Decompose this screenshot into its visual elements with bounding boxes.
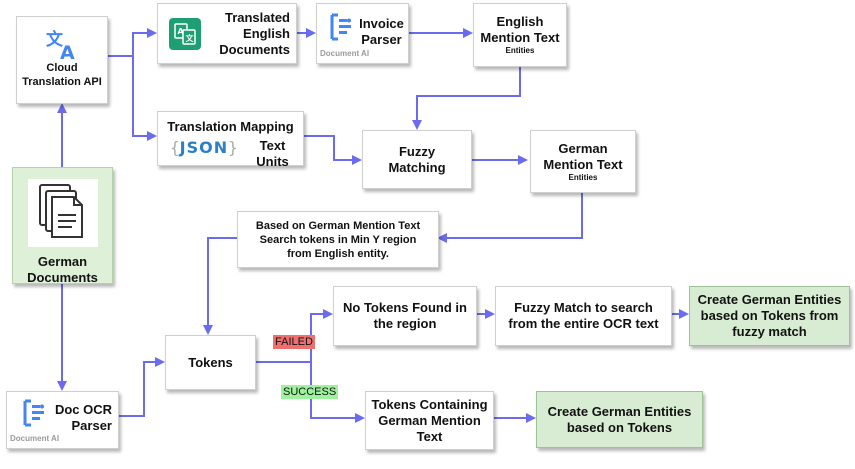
json-label: JSON xyxy=(179,138,229,157)
no-tokens-line-1: No Tokens Found in xyxy=(343,300,467,315)
create-tokens-line-2: based on Tokens xyxy=(566,419,673,435)
create-tokens-line-1: Create German Entities xyxy=(547,403,692,419)
translated-docs-title-3: Documents xyxy=(219,42,290,57)
english-mention-entities: Entities xyxy=(505,46,535,55)
svg-text:A: A xyxy=(178,27,185,36)
german-documents-node: German Documents xyxy=(12,167,113,285)
german-mention-title-2: Mention Text xyxy=(543,156,623,172)
document-ai-icon xyxy=(330,13,351,41)
tokens-label: Tokens xyxy=(188,354,233,370)
documents-icon xyxy=(27,179,98,247)
document-ai-icon xyxy=(23,399,44,427)
translation-mapping-subtitle: Text Units xyxy=(256,138,289,169)
no-tokens-line-2: the region xyxy=(373,316,437,331)
cloud-translation-api-node: 文 A Cloud Translation API xyxy=(16,16,108,104)
english-mention-text-node: English Mention Text Entities xyxy=(473,3,567,67)
cloud-translation-title-2: Translation API xyxy=(22,76,102,88)
search-tokens-node: Based on German Mention Text Search toke… xyxy=(237,211,439,268)
translation-mapping-node: Translation Mapping {JSON} Text Units xyxy=(157,111,304,169)
search-tokens-line-3: from English entity. xyxy=(287,247,389,260)
edge-cloud-to-mapping xyxy=(132,56,157,141)
create-fuzzy-line-2: based on Tokens from xyxy=(700,308,839,323)
svg-text:文: 文 xyxy=(46,29,64,50)
fuzzy-matching-title-2: Matching xyxy=(388,159,446,175)
translated-document-icon: A 文 xyxy=(169,18,201,50)
create-fuzzy-line-3: fuzzy match xyxy=(732,324,807,339)
edge-german-mention-to-search xyxy=(437,193,583,243)
doc-ocr-title-2: Parser xyxy=(71,418,112,433)
tokens-node: Tokens xyxy=(165,335,256,390)
german-mention-title-1: German xyxy=(558,140,608,156)
english-mention-title-1: English xyxy=(496,14,544,29)
invoice-parser-footer: Document AI xyxy=(320,49,370,58)
german-documents-title-1: German xyxy=(37,254,88,269)
german-mention-text-node: German Mention Text Entities xyxy=(530,130,636,193)
tokens-containing-line-1: Tokens Containing xyxy=(371,396,488,412)
german-mention-entities: Entities xyxy=(568,172,598,182)
edge-ocr-to-tokens xyxy=(119,357,165,417)
translate-icon: 文 A xyxy=(46,29,75,61)
tokens-containing-line-2: German Mention xyxy=(378,412,481,428)
svg-text:A: A xyxy=(60,42,75,61)
cloud-translation-title-1: Cloud xyxy=(46,62,78,74)
edge-cloud-to-translated xyxy=(108,28,157,57)
create-entities-fuzzy-node: Create German Entities based on Tokens f… xyxy=(689,286,850,346)
create-fuzzy-line-1: Create German Entities xyxy=(697,292,842,307)
german-documents-title-2: Documents xyxy=(27,270,98,285)
fuzzy-match-search-node: Fuzzy Match to search from the entire OC… xyxy=(495,286,672,346)
fuzzy-search-line-2: from the entire OCR text xyxy=(508,316,659,331)
fuzzy-matching-title-1: Fuzzy xyxy=(398,143,436,159)
tokens-containing-line-3: Text xyxy=(416,428,443,444)
success-label: SUCCESS xyxy=(281,385,339,399)
fuzzy-search-line-1: Fuzzy Match to search xyxy=(514,300,653,315)
english-mention-title-2: Mention Text xyxy=(480,30,560,45)
failed-label: FAILED xyxy=(273,335,315,349)
doc-ocr-title-1: Doc OCR xyxy=(54,402,112,417)
tokens-containing-node: Tokens Containing German Mention Text xyxy=(365,391,494,450)
invoice-parser-title-2: Parser xyxy=(361,32,402,47)
translated-english-documents-node: A 文 Translated English Documents xyxy=(157,3,297,64)
edge-english-to-fuzzy xyxy=(412,67,521,130)
search-tokens-line-2: Search tokens in Min Y region xyxy=(259,233,417,246)
translated-docs-title-2: English xyxy=(243,26,290,41)
invoice-parser-title-1: Invoice xyxy=(359,16,404,31)
create-entities-tokens-node: Create German Entities based on Tokens xyxy=(536,391,703,448)
translation-mapping-title: Translation Mapping xyxy=(167,119,294,134)
edge-search-to-tokens xyxy=(203,237,237,335)
doc-ocr-parser-node: Doc OCR Parser Document AI xyxy=(6,391,119,449)
fuzzy-matching-node: Fuzzy Matching xyxy=(362,130,472,189)
svg-text:文: 文 xyxy=(186,33,195,43)
json-icon: {JSON} xyxy=(170,138,238,157)
translated-docs-title-1: Translated xyxy=(224,10,290,25)
edge-mapping-to-fuzzy xyxy=(304,135,362,165)
no-tokens-found-node: No Tokens Found in the region xyxy=(333,286,477,346)
doc-ocr-footer: Document AI xyxy=(10,434,60,443)
invoice-parser-node: Invoice Parser Document AI xyxy=(316,3,409,64)
search-tokens-line-1: Based on German Mention Text xyxy=(255,219,421,232)
